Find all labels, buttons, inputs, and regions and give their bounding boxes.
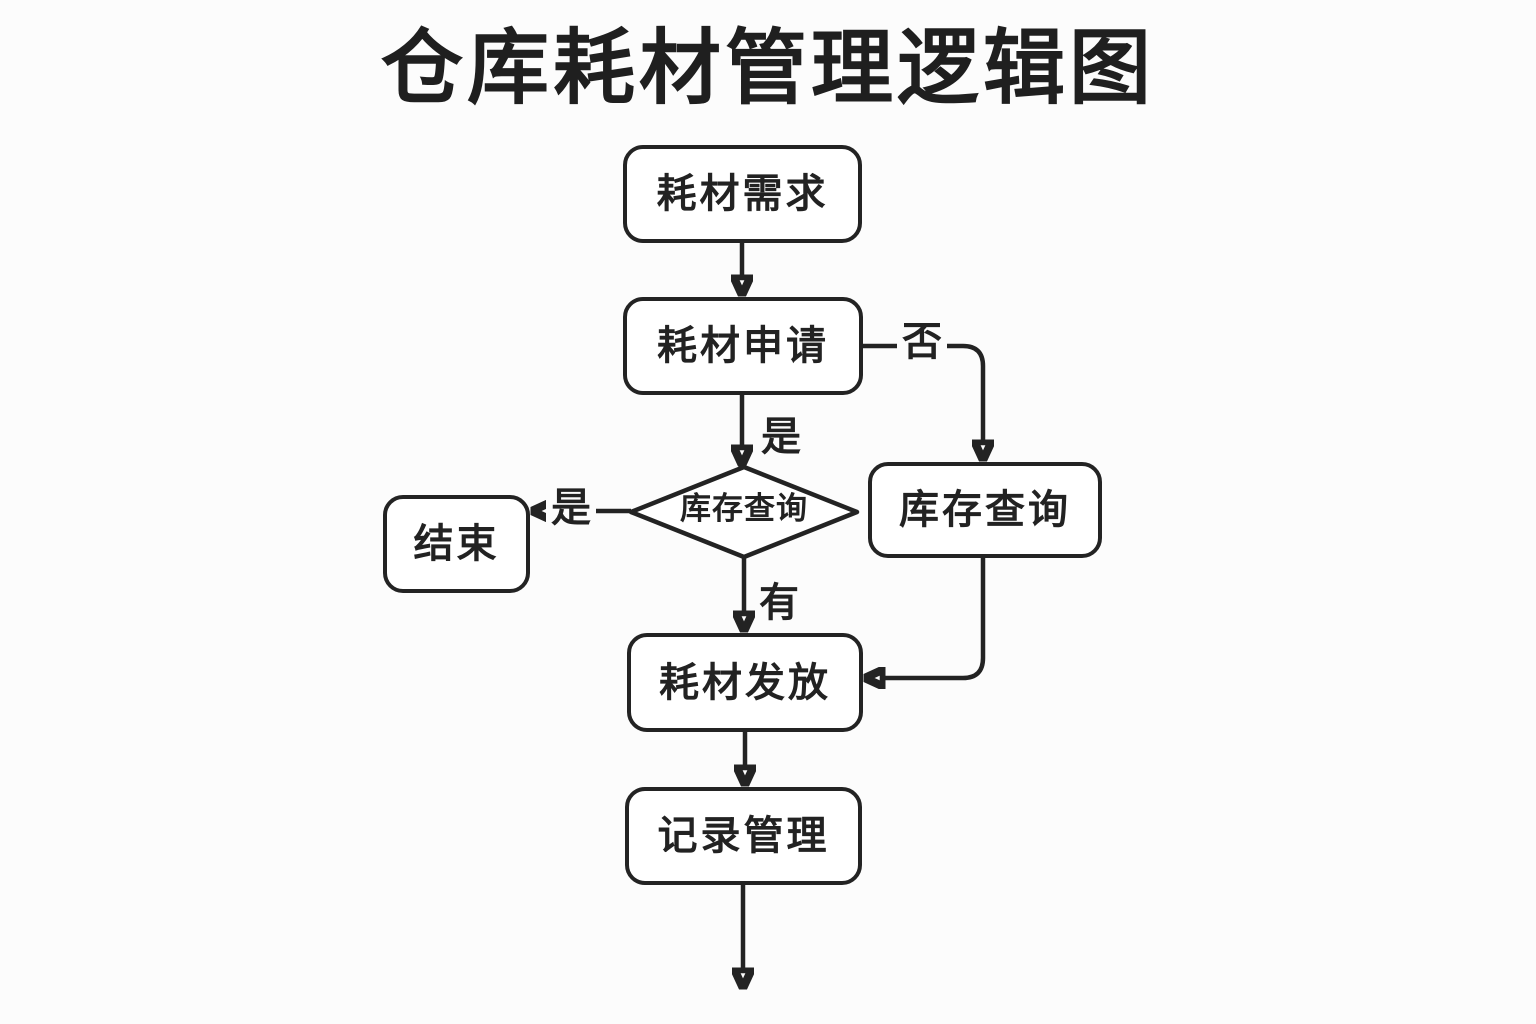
node-consumable-request-label: 耗材申请 (657, 323, 829, 369)
node-consumable-issue-label: 耗材发放 (659, 659, 831, 706)
node-consumable-demand-label: 耗材需求 (656, 171, 829, 217)
edge-query-to-issue (882, 558, 986, 678)
node-inventory-query: 库存查询 (868, 462, 1102, 558)
node-end: 结束 (383, 495, 530, 593)
diagram-title: 仓库耗材管理逻辑图 (380, 21, 1155, 116)
edge-request-no-to-query (863, 343, 983, 443)
node-record-management: 记录管理 (625, 787, 862, 885)
node-consumable-demand: 耗材需求 (623, 145, 862, 243)
node-record-management-label: 记录管理 (657, 813, 830, 859)
edge-label-no: 否 (897, 322, 947, 362)
node-inventory-query-label: 库存查询 (899, 487, 1071, 533)
edge-label-have: 有 (759, 580, 799, 626)
node-consumable-request: 耗材申请 (623, 297, 863, 395)
decision-diamond-shape (628, 464, 860, 560)
node-consumable-issue: 耗材发放 (627, 633, 863, 732)
edge-label-yes-end: 是 (546, 488, 596, 528)
edge-label-yes-request: 是 (761, 414, 801, 460)
node-end-label: 结束 (413, 521, 500, 567)
node-inventory-check-decision: 库存查询 (680, 491, 808, 527)
